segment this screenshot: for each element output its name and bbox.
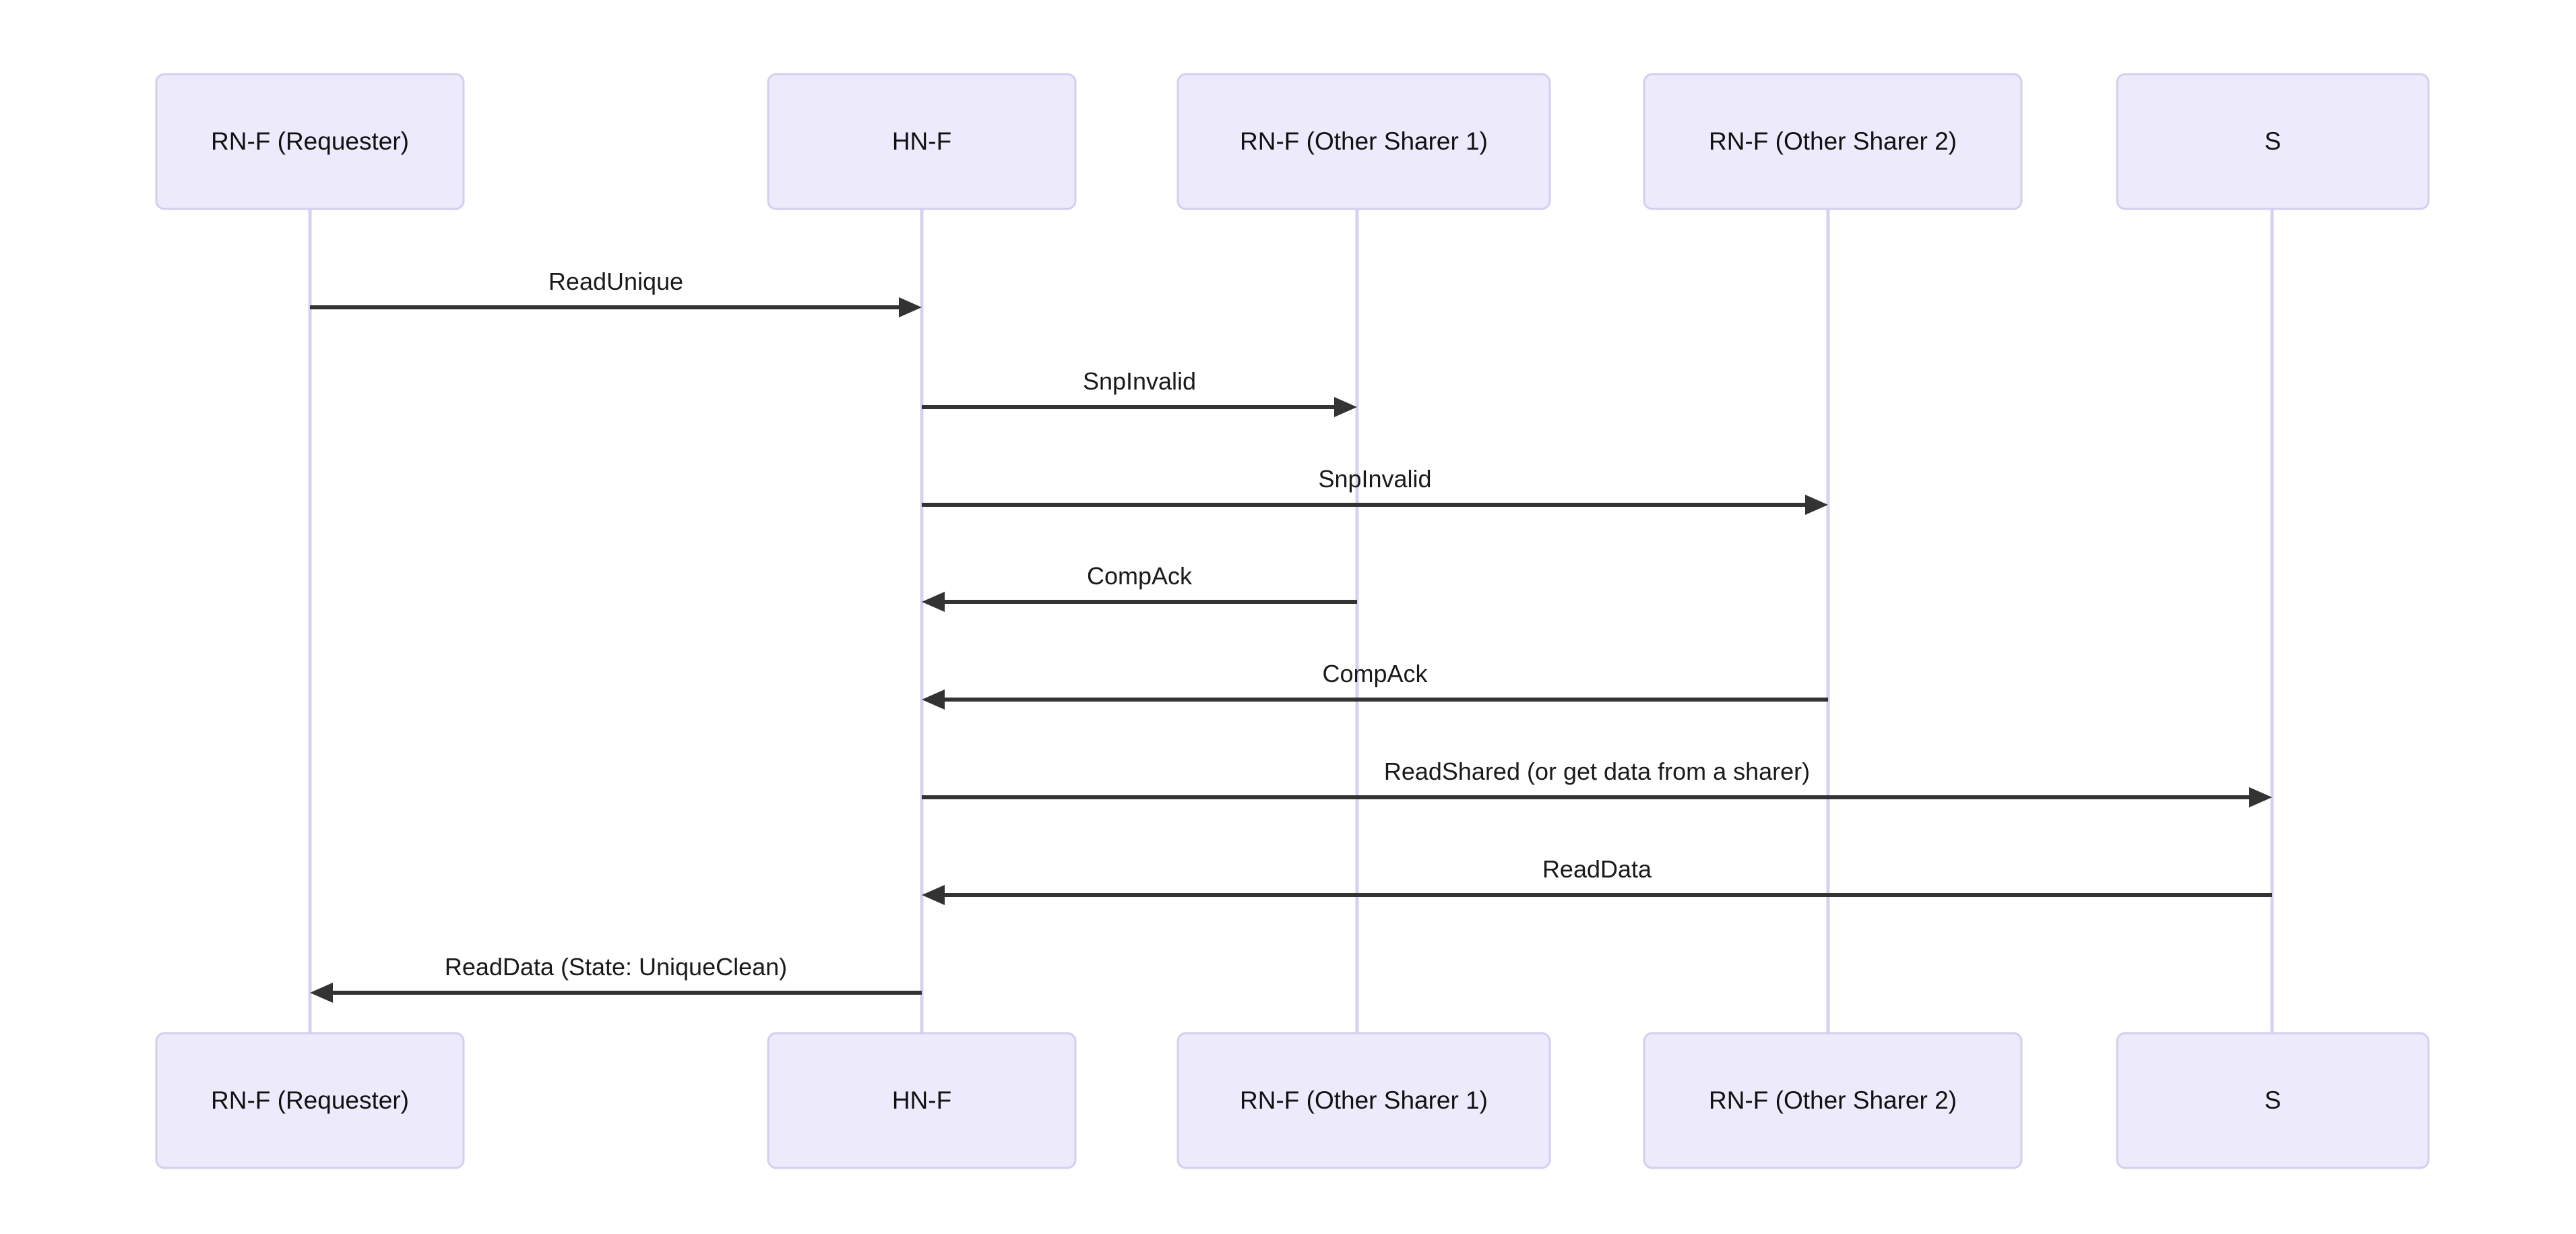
message-compack-3[interactable]: CompAck	[922, 562, 1357, 612]
actor-bottom-hnf[interactable]: HN-F	[767, 1032, 1077, 1169]
message-readdata-state-uniqueclean-7[interactable]: ReadData (State: UniqueClean)	[310, 953, 922, 1003]
actor-label-top-s: S	[2265, 127, 2282, 155]
actor-box-bottom-rnf_req[interactable]	[155, 1032, 465, 1169]
actor-bottom-rnf_req[interactable]: RN-F (Requester)	[155, 1032, 465, 1169]
actor-label-top-hnf: HN-F	[892, 127, 951, 155]
message-arrowhead	[899, 297, 922, 317]
message-arrowhead	[1805, 495, 1828, 515]
actor-top-sharer2[interactable]: RN-F (Other Sharer 2)	[1643, 73, 2023, 210]
message-label: ReadShared (or get data from a sharer)	[1384, 758, 1810, 785]
actor-top-sharer1[interactable]: RN-F (Other Sharer 1)	[1176, 73, 1551, 210]
actor-box-bottom-s[interactable]	[2116, 1032, 2430, 1169]
actor-top-hnf[interactable]: HN-F	[767, 73, 1077, 210]
message-readunique-0[interactable]: ReadUnique	[310, 268, 922, 317]
actor-box-bottom-hnf[interactable]	[767, 1032, 1077, 1169]
actor-box-top-s[interactable]	[2116, 73, 2430, 210]
actor-top-s[interactable]: S	[2116, 73, 2430, 210]
message-arrowhead	[310, 983, 333, 1003]
actor-label-top-sharer1: RN-F (Other Sharer 1)	[1240, 127, 1488, 155]
message-snpinvalid-2[interactable]: SnpInvalid	[922, 465, 1828, 515]
message-readdata-6[interactable]: ReadData	[922, 855, 2272, 905]
message-arrowhead	[2249, 787, 2272, 807]
message-label: ReadUnique	[548, 268, 683, 295]
actors-bottom-layer: RN-F (Requester) HN-F RN-F (Other Sharer 1…	[155, 1032, 2430, 1169]
message-compack-4[interactable]: CompAck	[922, 660, 1828, 710]
actor-box-top-rnf_req[interactable]	[155, 73, 465, 210]
message-arrowhead	[1334, 397, 1357, 417]
lifelines-layer	[308, 209, 2274, 1033]
message-arrowhead	[922, 689, 945, 710]
message-label: ReadData	[1542, 855, 1652, 883]
message-label: ReadData (State: UniqueClean)	[445, 953, 787, 981]
actor-box-top-sharer1[interactable]	[1176, 73, 1551, 210]
actor-bottom-sharer1[interactable]: RN-F (Other Sharer 1)	[1176, 1032, 1551, 1169]
actor-label-top-rnf_req: RN-F (Requester)	[211, 127, 409, 155]
actor-box-bottom-sharer1[interactable]	[1176, 1032, 1551, 1169]
actor-label-bottom-s: S	[2265, 1086, 2282, 1114]
actor-box-top-sharer2[interactable]	[1643, 73, 2023, 210]
message-label: CompAck	[1087, 562, 1193, 590]
actor-top-rnf_req[interactable]: RN-F (Requester)	[155, 73, 465, 210]
actor-bottom-sharer2[interactable]: RN-F (Other Sharer 2)	[1643, 1032, 2023, 1169]
actor-label-bottom-sharer2: RN-F (Other Sharer 2)	[1709, 1086, 1957, 1114]
actor-bottom-s[interactable]: S	[2116, 1032, 2430, 1169]
message-label: SnpInvalid	[1318, 465, 1431, 493]
message-label: CompAck	[1322, 660, 1428, 687]
message-arrowhead	[922, 885, 945, 905]
actor-label-bottom-rnf_req: RN-F (Requester)	[211, 1086, 409, 1114]
message-snpinvalid-1[interactable]: SnpInvalid	[922, 367, 1357, 417]
actors-top-layer: RN-F (Requester) HN-F RN-F (Other Sharer 1…	[155, 73, 2430, 210]
message-arrowhead	[922, 592, 945, 612]
actor-label-bottom-sharer1: RN-F (Other Sharer 1)	[1240, 1086, 1488, 1114]
actor-box-bottom-sharer2[interactable]	[1643, 1032, 2023, 1169]
actor-box-top-hnf[interactable]	[767, 73, 1077, 210]
message-readshared-or-get-data-from-a-sharer-5[interactable]: ReadShared (or get data from a sharer)	[922, 758, 2272, 807]
messages-layer: ReadUniqueSnpInvalidSnpInvalidCompAckCom…	[310, 268, 2272, 1003]
actor-label-top-sharer2: RN-F (Other Sharer 2)	[1709, 127, 1957, 155]
actor-label-bottom-hnf: HN-F	[892, 1086, 951, 1114]
message-label: SnpInvalid	[1083, 367, 1196, 395]
